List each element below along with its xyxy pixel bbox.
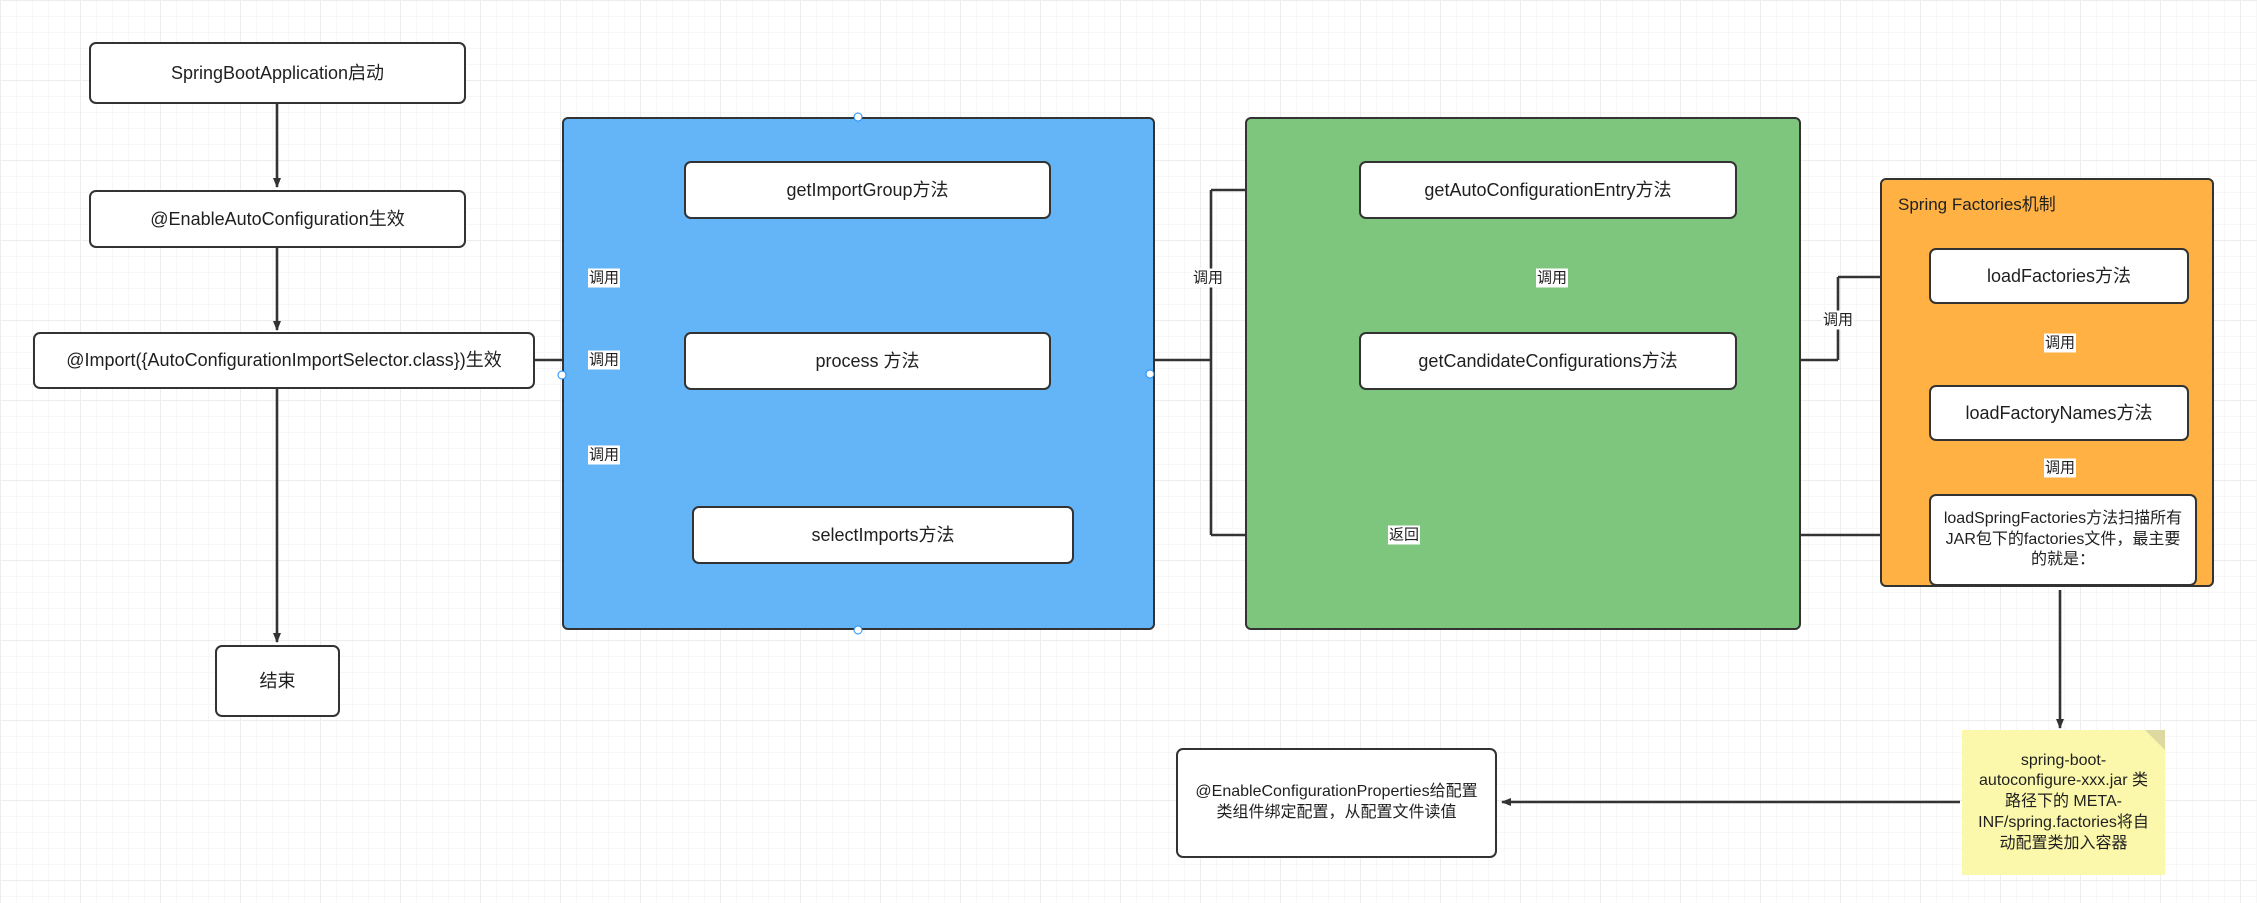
edge-label-orange-entry-call: 调用: [1821, 310, 1855, 330]
node-label: loadFactories方法: [1986, 265, 2132, 286]
node-springbootapplication-start[interactable]: SpringBootApplication启动: [89, 42, 466, 104]
selection-handle-blue-bottom[interactable]: [853, 625, 863, 635]
edge-label-green-call-outer: 调用: [1191, 268, 1225, 288]
orange-group-title: Spring Factories机制: [1898, 195, 2056, 214]
sticky-note-text: spring-boot-autoconfigure-xxx.jar 类路径下的 …: [1978, 751, 2149, 852]
sticky-note-spring-factories[interactable]: spring-boot-autoconfigure-xxx.jar 类路径下的 …: [1962, 730, 2165, 875]
node-label: SpringBootApplication启动: [170, 62, 385, 83]
edge-label-green-return: 返回: [1387, 525, 1421, 545]
node-label: getAutoConfigurationEntry方法: [1424, 179, 1672, 200]
node-load-spring-factories[interactable]: loadSpringFactories方法扫描所有JAR包下的factories…: [1929, 494, 2197, 586]
node-label: selectImports方法: [811, 524, 955, 545]
edge-label-orange-call-2: 调用: [2043, 458, 2077, 478]
node-label: @Import({AutoConfigurationImportSelector…: [66, 350, 502, 371]
node-label: loadSpringFactories方法扫描所有JAR包下的factories…: [1943, 509, 2183, 569]
edge-label-blue-call-3: 调用: [587, 445, 621, 465]
node-label: getImportGroup方法: [786, 179, 949, 200]
node-enable-auto-configuration[interactable]: @EnableAutoConfiguration生效: [89, 190, 466, 248]
node-process[interactable]: process 方法: [684, 332, 1051, 390]
selection-handle-blue-top[interactable]: [853, 112, 863, 122]
edge-label-orange-call-1: 调用: [2043, 333, 2077, 353]
edge-label-blue-call-1: 调用: [587, 268, 621, 288]
node-load-factories[interactable]: loadFactories方法: [1929, 248, 2189, 304]
node-label: @EnableAutoConfiguration生效: [150, 208, 405, 229]
node-end[interactable]: 结束: [215, 645, 340, 717]
node-label: getCandidateConfigurations方法: [1418, 350, 1678, 371]
selection-handle-blue-left[interactable]: [557, 370, 567, 380]
node-import-autoconfiguration-import-selector[interactable]: @Import({AutoConfigurationImportSelector…: [33, 332, 535, 389]
node-label: process 方法: [815, 350, 920, 371]
sticky-note-fold-icon: [2145, 730, 2165, 750]
node-enable-configuration-properties[interactable]: @EnableConfigurationProperties给配置类组件绑定配置…: [1176, 748, 1497, 858]
selection-handle-green-left[interactable]: [1145, 369, 1155, 379]
node-label: @EnableConfigurationProperties给配置类组件绑定配置…: [1195, 783, 1478, 821]
node-load-factory-names[interactable]: loadFactoryNames方法: [1929, 385, 2189, 441]
node-label: 结束: [259, 670, 296, 691]
node-label: loadFactoryNames方法: [1965, 402, 2153, 423]
edge-label-blue-call-2: 调用: [587, 350, 621, 370]
node-get-auto-configuration-entry[interactable]: getAutoConfigurationEntry方法: [1359, 161, 1737, 219]
node-select-imports[interactable]: selectImports方法: [692, 506, 1074, 564]
node-get-import-group[interactable]: getImportGroup方法: [684, 161, 1051, 219]
edge-label-green-call-inner: 调用: [1535, 268, 1569, 288]
node-get-candidate-configurations[interactable]: getCandidateConfigurations方法: [1359, 332, 1737, 390]
